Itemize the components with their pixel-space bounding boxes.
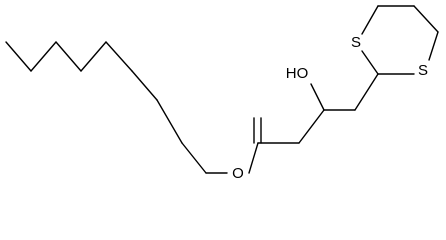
sulfur-left-label: S bbox=[351, 34, 361, 51]
atom-labels: O HO S S bbox=[232, 34, 428, 182]
bond-ring-c4-s3 bbox=[428, 31, 439, 61]
bond-chain-5 bbox=[105, 41, 133, 72]
bond-chain-4 bbox=[80, 41, 107, 72]
bond-ring-c2-s1 bbox=[361, 50, 379, 75]
bond-chain-2 bbox=[30, 41, 57, 72]
bond-chain-8 bbox=[181, 142, 207, 174]
bond-chain-3 bbox=[55, 41, 82, 72]
bond-ring-s1-c6 bbox=[361, 5, 379, 35]
bond-chain-6 bbox=[131, 70, 158, 101]
bond-o-carbonyl bbox=[248, 142, 259, 174]
bond-chain-1 bbox=[5, 41, 32, 72]
chemical-structure: O HO S S bbox=[5, 5, 439, 182]
bond-backbone-4 bbox=[354, 73, 379, 111]
bond-chain-7 bbox=[156, 99, 183, 144]
ester-oxygen-label: O bbox=[232, 165, 244, 182]
hydroxyl-label: HO bbox=[286, 65, 309, 82]
bond-hydroxyl bbox=[310, 83, 325, 111]
sulfur-right-label: S bbox=[418, 62, 428, 79]
bond-backbone-2 bbox=[298, 109, 325, 144]
bond-ring-c5-c4 bbox=[413, 5, 439, 33]
bonds bbox=[5, 5, 439, 174]
